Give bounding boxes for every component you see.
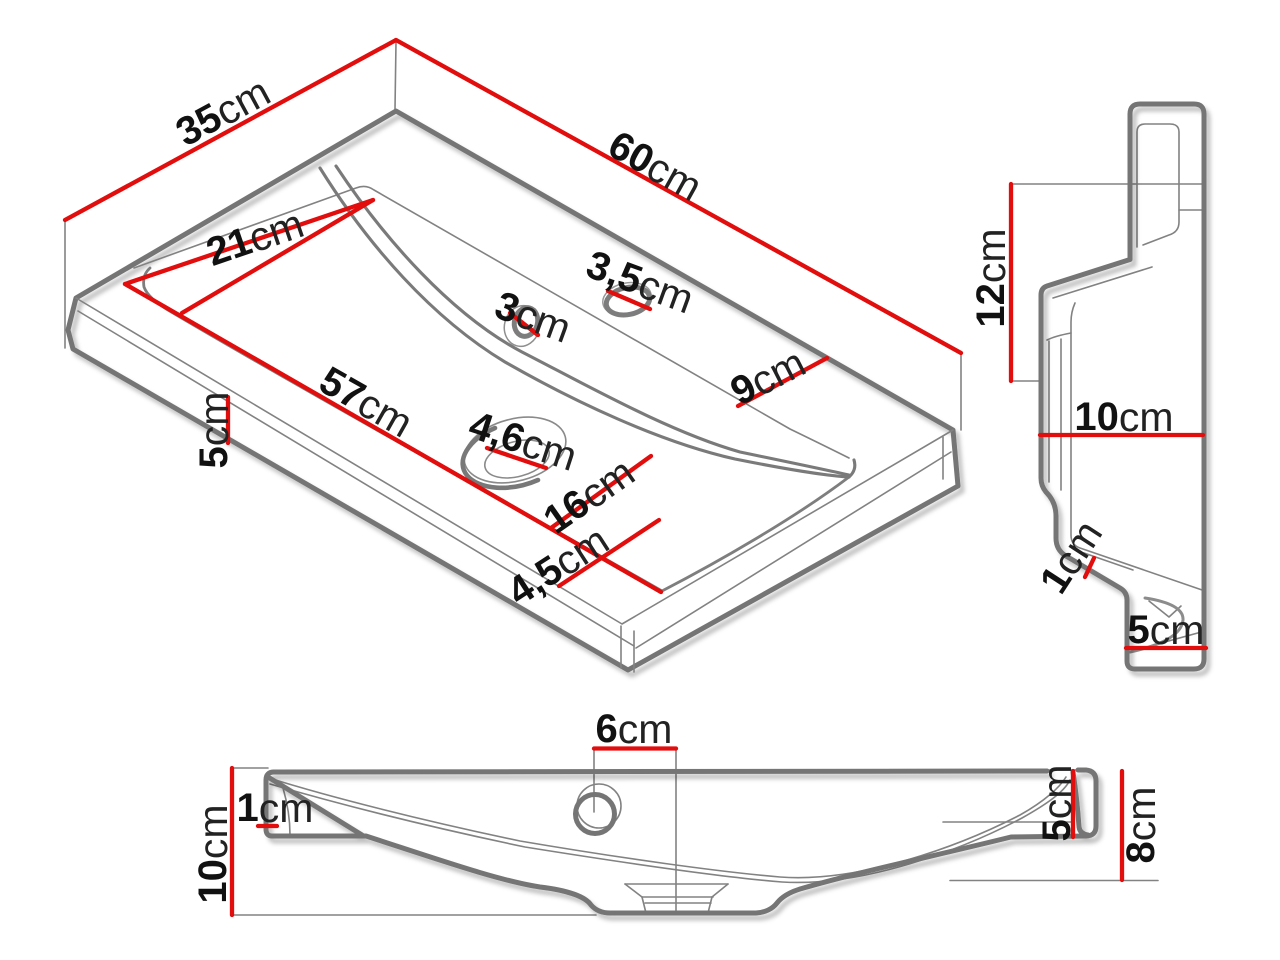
svg-text:10cm: 10cm xyxy=(1074,394,1173,440)
svg-text:1cm: 1cm xyxy=(1031,512,1111,602)
svg-text:6cm: 6cm xyxy=(596,706,673,752)
svg-text:1cm: 1cm xyxy=(237,785,314,831)
svg-text:5cm: 5cm xyxy=(1034,765,1080,842)
svg-text:5cm: 5cm xyxy=(191,392,237,469)
svg-text:8cm: 8cm xyxy=(1118,787,1164,864)
svg-text:35cm: 35cm xyxy=(168,68,277,156)
svg-text:12cm: 12cm xyxy=(968,228,1014,327)
svg-text:60cm: 60cm xyxy=(600,122,709,210)
svg-text:5cm: 5cm xyxy=(1128,607,1205,653)
svg-text:57cm: 57cm xyxy=(312,358,421,447)
svg-text:9cm: 9cm xyxy=(723,339,812,415)
svg-text:21cm: 21cm xyxy=(201,200,310,276)
svg-text:10cm: 10cm xyxy=(190,804,236,903)
svg-text:4,6cm: 4,6cm xyxy=(463,402,582,480)
